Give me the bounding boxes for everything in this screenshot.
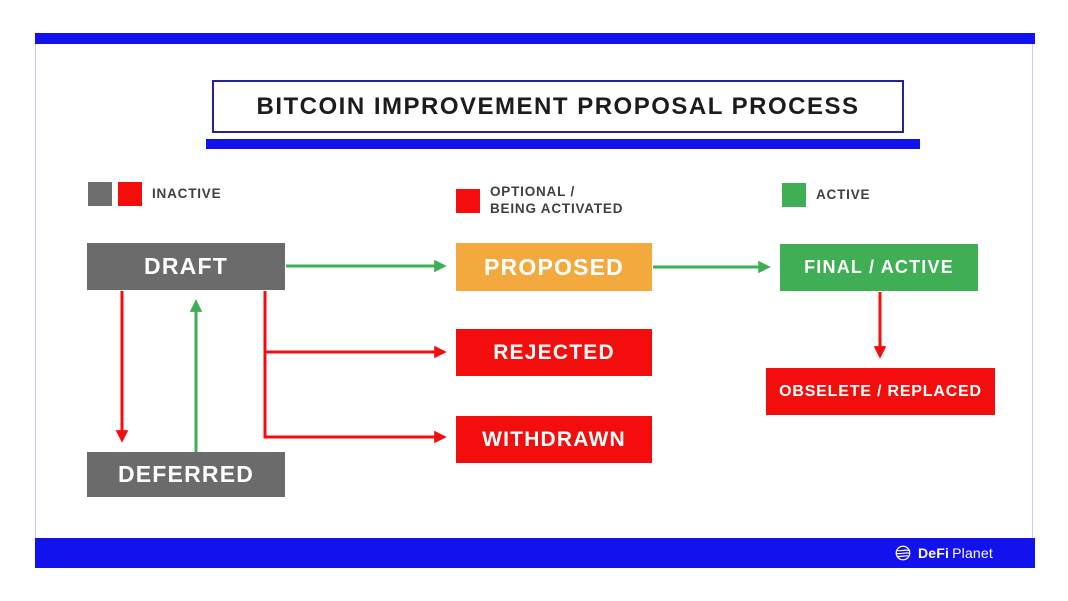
bottom-accent-bar: DeFi Planet: [35, 538, 1035, 568]
globe-icon: [895, 545, 911, 561]
title-box: BITCOIN IMPROVEMENT PROPOSAL PROCESS: [212, 80, 904, 133]
legend-inactive-label: INACTIVE: [152, 185, 222, 201]
node-rejected: REJECTED: [456, 329, 652, 376]
node-rejected-label: REJECTED: [493, 340, 615, 364]
legend-optional-label: OPTIONAL / BEING ACTIVATED: [490, 184, 624, 216]
node-withdrawn: WITHDRAWN: [456, 416, 652, 463]
node-withdrawn-label: WITHDRAWN: [482, 427, 626, 451]
gray-swatch-icon: [88, 182, 112, 206]
node-draft-label: DRAFT: [144, 253, 228, 279]
node-deferred: DEFERRED: [87, 452, 285, 497]
brand-name-regular: Planet: [952, 545, 993, 561]
legend-active: ACTIVE: [782, 183, 870, 207]
node-obselete-replaced: OBSELETE / REPLACED: [766, 368, 995, 415]
legend-inactive: INACTIVE: [88, 182, 221, 206]
brand-logo: DeFi Planet: [894, 544, 993, 562]
green-swatch-icon: [782, 183, 806, 207]
legend-active-label: ACTIVE: [816, 186, 871, 202]
node-draft: DRAFT: [87, 243, 285, 290]
top-accent-bar: [35, 33, 1035, 44]
node-obselete-replaced-label: OBSELETE / REPLACED: [779, 382, 982, 400]
brand-name-bold: DeFi: [917, 545, 950, 561]
title-underline: [206, 139, 920, 149]
legend-optional: OPTIONAL / BEING ACTIVATED: [456, 184, 623, 218]
red-swatch-icon: [456, 188, 480, 213]
node-deferred-label: DEFERRED: [117, 461, 255, 487]
node-proposed-label: PROPOSED: [484, 253, 624, 280]
page-title: BITCOIN IMPROVEMENT PROPOSAL PROCESS: [256, 92, 860, 120]
node-final-active: FINAL / ACTIVE: [780, 244, 978, 291]
node-final-active-label: FINAL / ACTIVE: [804, 257, 954, 277]
red-swatch-icon: [118, 182, 142, 206]
node-proposed: PROPOSED: [456, 243, 652, 291]
